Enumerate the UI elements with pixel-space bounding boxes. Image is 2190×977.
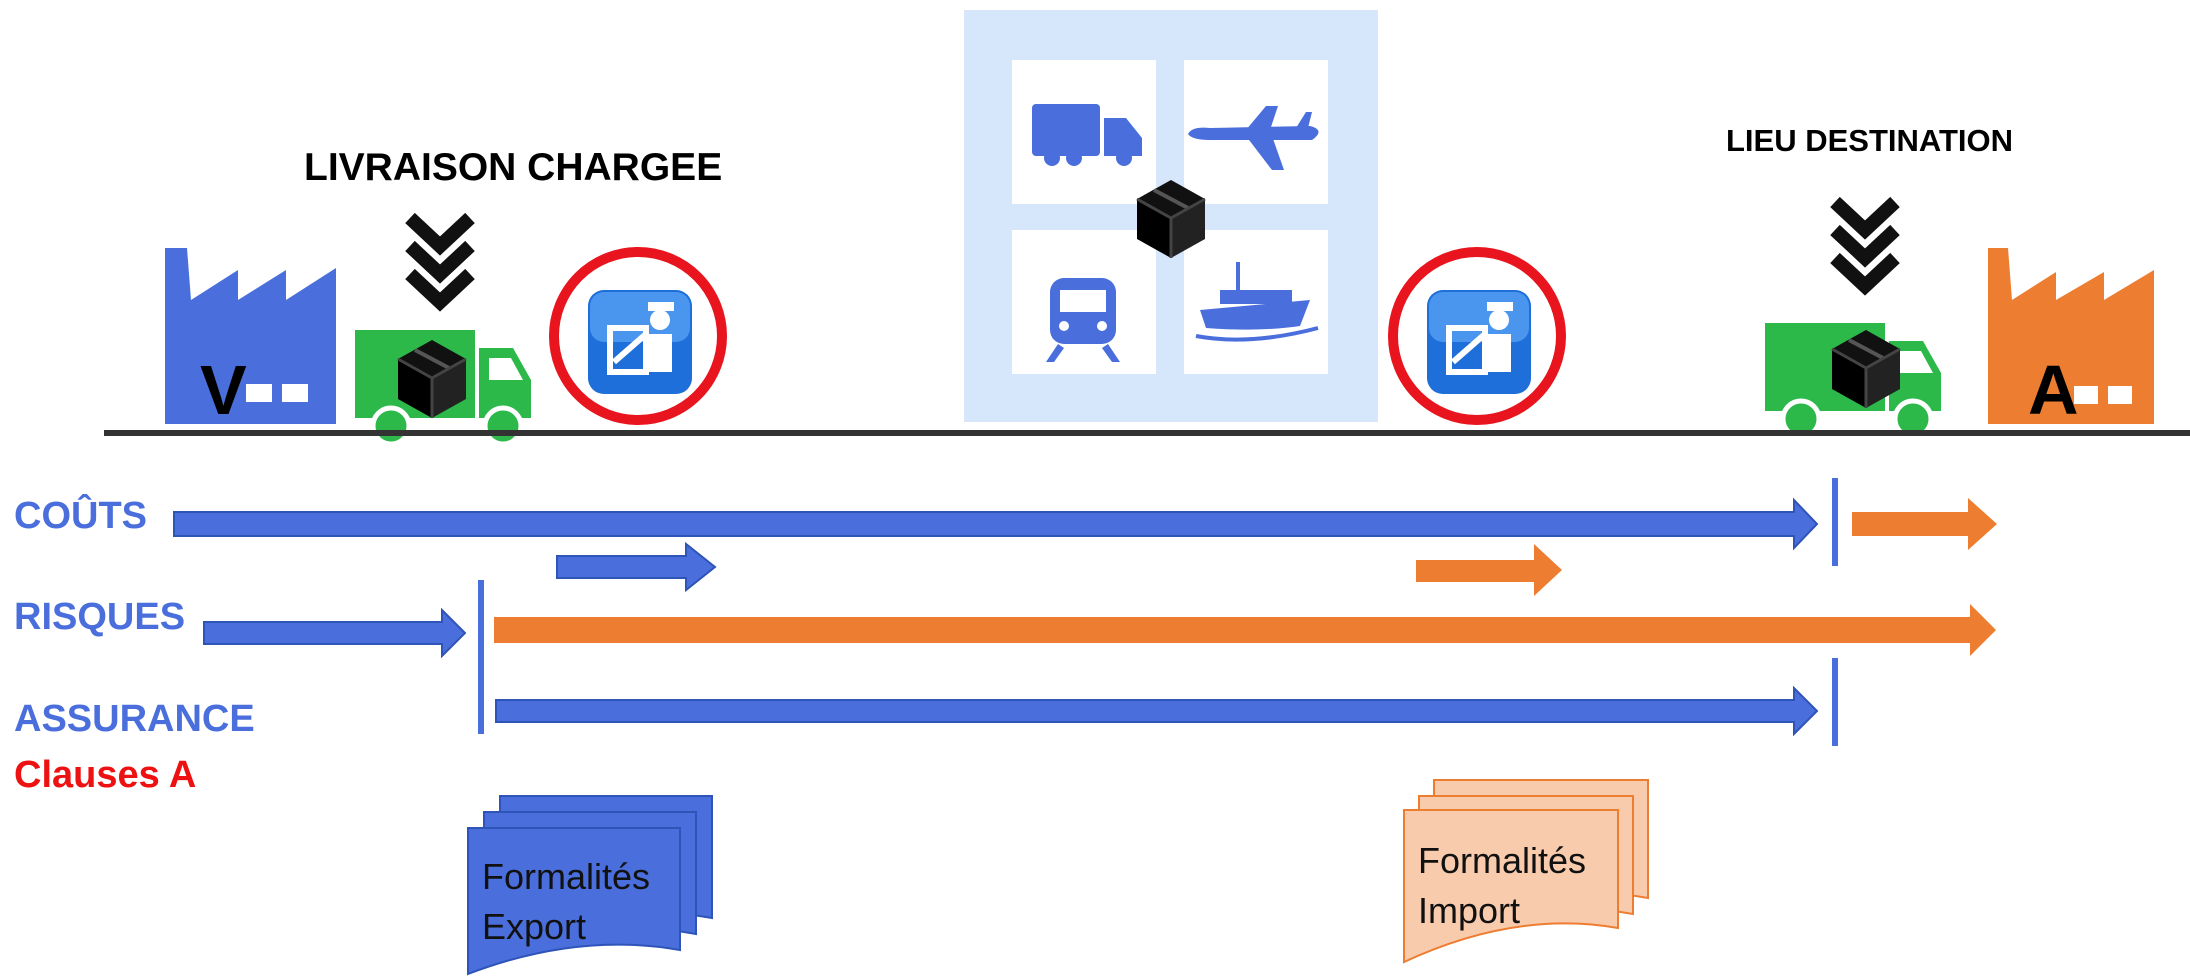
train-icon [1046,278,1120,362]
buyer-factory-icon [1988,248,2154,424]
costs-buyer-arrow [1852,498,1997,550]
destination-point-label: LIEU DESTINATION [1726,123,2014,158]
buyer-letter: A [2028,351,2079,429]
import-formalities-label: Formalités Import [1418,840,1587,931]
import-costs-arrow [1416,544,1562,596]
ship-icon [1195,262,1319,342]
insurance-row-label: ASSURANCE [14,698,255,740]
risks-row-label: RISQUES [14,596,186,638]
costs-seller-arrow [173,497,1819,551]
airplane-icon [1188,106,1319,170]
risks-seller-arrow [203,607,467,659]
chevron-down-icon [410,218,470,302]
export-formalities-label: Formalités Export [482,856,651,947]
import-documents-icon [1403,779,1649,964]
customs-circle-import [1388,247,1566,425]
truck-icon [1032,104,1142,166]
export-costs-arrow [556,541,717,593]
insurance-seller-arrow [495,685,1819,737]
delivery-point-label: LIVRAISON CHARGEE [304,146,723,189]
risks-buyer-arrow [494,604,1996,656]
seller-factory-icon [165,248,336,424]
export-documents-icon [467,795,713,976]
customs-officer-icon [1427,290,1531,394]
customs-circle-export [549,247,727,425]
chevron-down-icon [1835,202,1895,286]
insurance-clause-label: Clauses A [14,754,197,796]
costs-row-label: COÛTS [14,495,147,537]
seller-letter: V [200,351,247,429]
customs-officer-icon [588,290,692,394]
